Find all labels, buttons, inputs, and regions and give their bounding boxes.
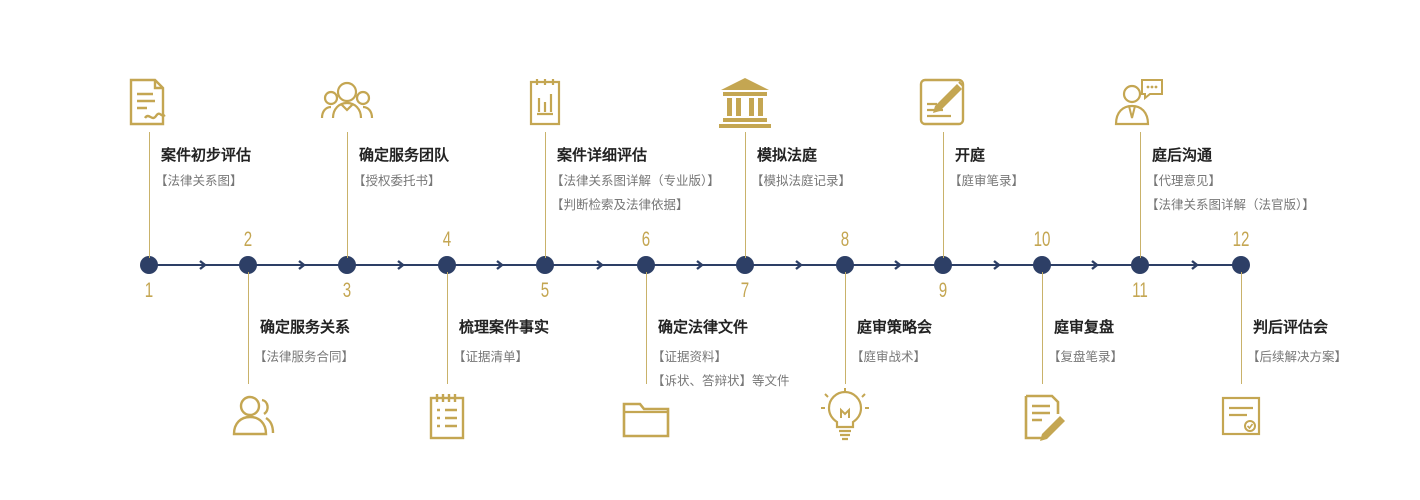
step-deliverable: 【诉状、答辩状】等文件: [652, 373, 790, 388]
connector-line: [845, 272, 846, 384]
step-deliverable: 【证据资料】: [652, 349, 728, 364]
arrow-chevron-icon: [197, 259, 209, 271]
step-deliverable: 【法律关系图】: [155, 173, 243, 188]
step-title: 庭审策略会: [857, 318, 933, 336]
step-title: 开庭: [955, 146, 986, 164]
step-title: 模拟法庭: [757, 146, 818, 164]
step-number: 10: [1033, 228, 1051, 251]
document-signature-icon: [121, 74, 177, 130]
team-icon: [319, 74, 375, 130]
timeline-node: [338, 256, 356, 274]
notepad-pen-icon: [915, 74, 971, 130]
step-title: 案件初步评估: [161, 146, 252, 164]
courthouse-icon: [717, 74, 773, 130]
step-number: 9: [938, 279, 948, 302]
lightbulb-icon: [817, 388, 873, 444]
step-title: 确定服务关系: [260, 318, 351, 336]
timeline-node: [637, 256, 655, 274]
arrow-chevron-icon: [494, 259, 506, 271]
step-deliverable: 【授权委托书】: [353, 173, 441, 188]
step-title: 案件详细评估: [557, 146, 648, 164]
step-title: 确定法律文件: [658, 318, 749, 336]
step-deliverable: 【法律关系图详解（专业版）】: [551, 173, 720, 188]
connector-line: [745, 132, 746, 258]
step-number: 6: [641, 228, 651, 251]
timeline-axis: [149, 264, 1241, 266]
step-deliverable: 【法律服务合同】: [254, 349, 355, 364]
edit-document-icon: [1014, 388, 1070, 444]
timeline-node: [239, 256, 257, 274]
step-number: 11: [1132, 279, 1148, 302]
step-number: 3: [342, 279, 352, 302]
arrow-chevron-icon: [594, 259, 606, 271]
step-deliverable: 【法律关系图详解（法官版）】: [1146, 197, 1315, 212]
timeline-node: [736, 256, 754, 274]
step-title: 庭审复盘: [1054, 318, 1115, 336]
connector-line: [646, 272, 647, 384]
step-deliverable: 【模拟法庭记录】: [751, 173, 852, 188]
step-deliverable: 【证据清单】: [453, 349, 529, 364]
arrow-chevron-icon: [1189, 259, 1201, 271]
users-icon: [220, 388, 276, 444]
step-number: 2: [243, 228, 253, 251]
step-deliverable: 【庭审战术】: [851, 349, 927, 364]
arrow-chevron-icon: [892, 259, 904, 271]
step-number: 7: [740, 279, 750, 302]
checklist-icon: [419, 388, 475, 444]
arrow-chevron-icon: [694, 259, 706, 271]
step-number: 1: [144, 279, 154, 302]
step-title: 梳理案件事实: [459, 318, 550, 336]
timeline-node: [1033, 256, 1051, 274]
step-number: 5: [540, 279, 550, 302]
connector-line: [545, 132, 546, 258]
timeline-node: [934, 256, 952, 274]
connector-line: [943, 132, 944, 258]
step-deliverable: 【判断检索及法律依据】: [551, 197, 689, 212]
step-deliverable: 【代理意见】: [1146, 173, 1222, 188]
arrow-chevron-icon: [1089, 259, 1101, 271]
step-title: 确定服务团队: [359, 146, 450, 164]
connector-line: [149, 132, 150, 258]
timeline-node: [536, 256, 554, 274]
timeline-node: [1232, 256, 1250, 274]
step-deliverable: 【庭审笔录】: [949, 173, 1025, 188]
connector-line: [1241, 272, 1242, 384]
certificate-icon: [1213, 388, 1269, 444]
bar-chart-doc-icon: [517, 74, 573, 130]
step-deliverable: 【复盘笔录】: [1048, 349, 1124, 364]
arrow-chevron-icon: [793, 259, 805, 271]
connector-line: [347, 132, 348, 258]
timeline-node: [438, 256, 456, 274]
step-number: 4: [442, 228, 452, 251]
step-number: 8: [840, 228, 850, 251]
timeline-node: [836, 256, 854, 274]
connector-line: [447, 272, 448, 384]
step-title: 判后评估会: [1253, 318, 1329, 336]
connector-line: [1042, 272, 1043, 384]
arrow-chevron-icon: [395, 259, 407, 271]
arrow-chevron-icon: [296, 259, 308, 271]
step-title: 庭后沟通: [1152, 146, 1213, 164]
step-number: 12: [1232, 228, 1250, 251]
timeline-node: [1131, 256, 1149, 274]
lawyer-chat-icon: [1112, 74, 1168, 130]
step-deliverable: 【后续解决方案】: [1247, 349, 1348, 364]
connector-line: [1140, 132, 1141, 258]
timeline-node: [140, 256, 158, 274]
arrow-chevron-icon: [991, 259, 1003, 271]
folder-icon: [618, 388, 674, 444]
connector-line: [248, 272, 249, 384]
